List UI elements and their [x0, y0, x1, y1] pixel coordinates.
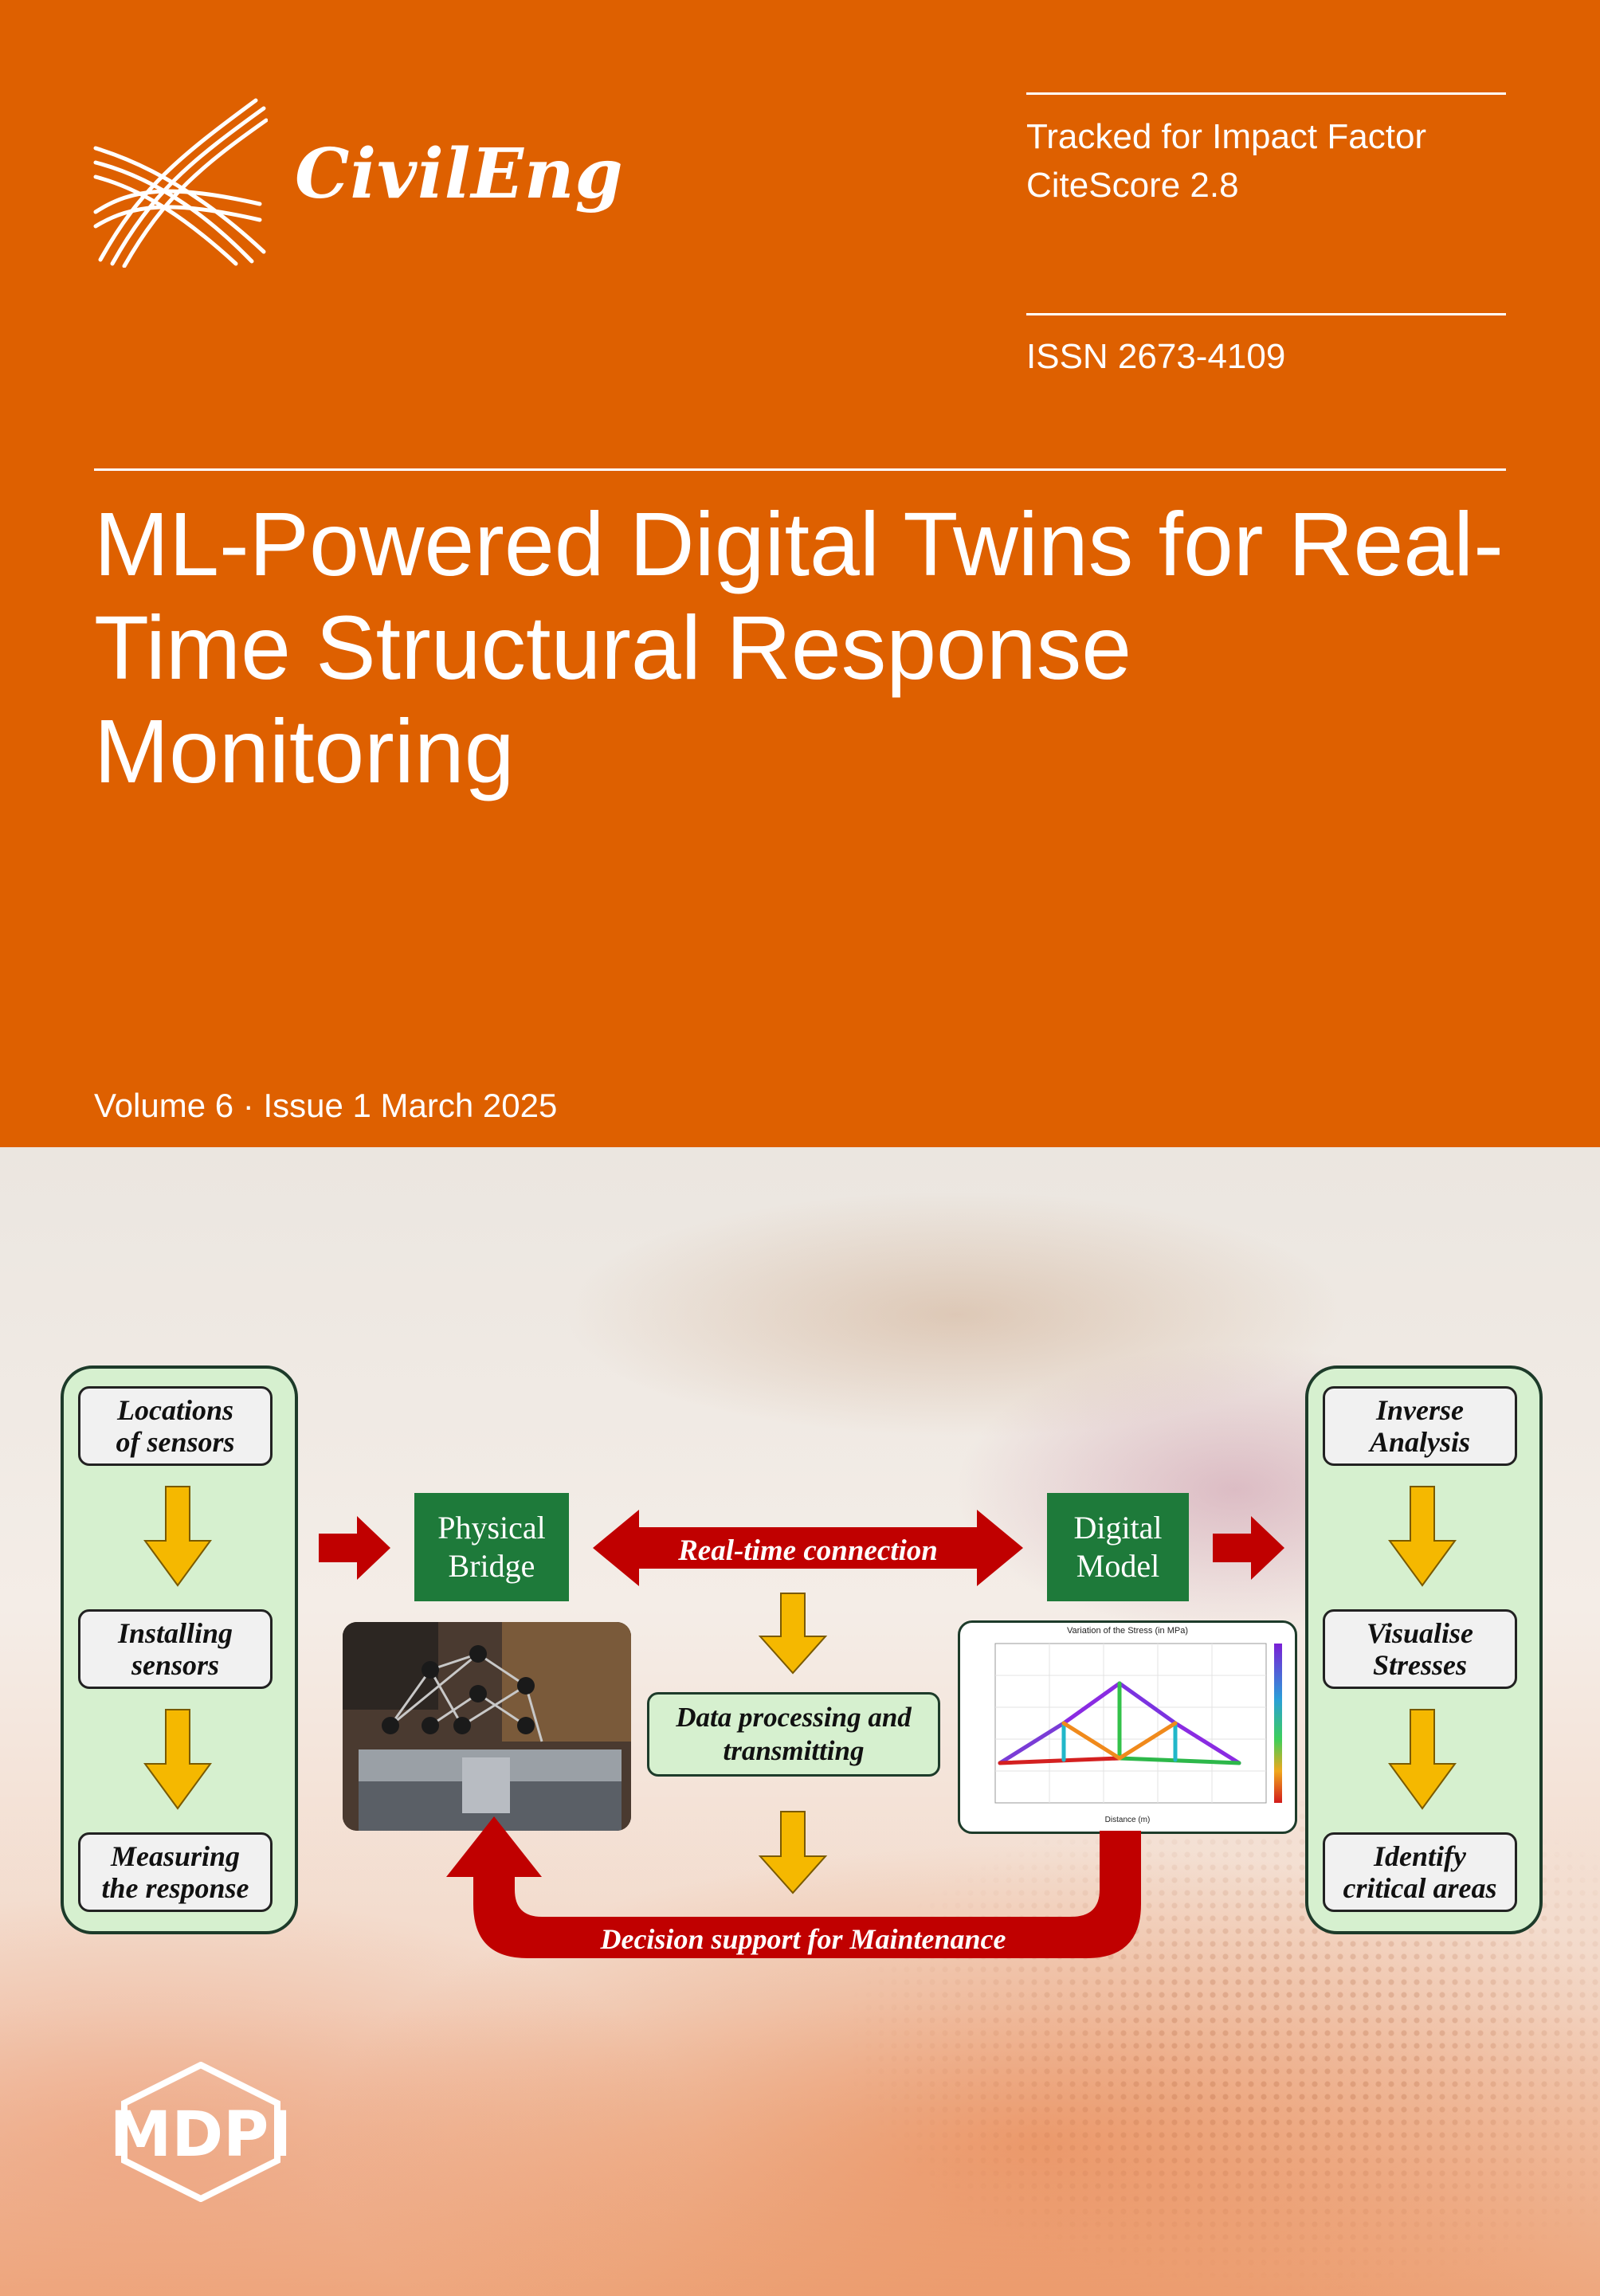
- step-measuring-response: Measuring the response: [78, 1832, 273, 1912]
- physical-bridge-photo: [343, 1622, 631, 1831]
- real-time-connection-arrow: [593, 1510, 1023, 1586]
- decision-loop-arrow: [446, 1816, 1141, 1958]
- mdpi-hexagon-icon: [121, 2061, 280, 2203]
- stress-plot-title: Variation of the Stress (in MPa): [1066, 1626, 1189, 1636]
- connection-label: Real-time connection: [677, 1534, 938, 1567]
- step-inverse-analysis: Inverse Analysis: [1323, 1386, 1517, 1466]
- truss-model-photo-icon: [343, 1622, 631, 1831]
- arrow-down-icon: [143, 1709, 212, 1810]
- data-processing-box: Data processing and transmitting: [647, 1692, 940, 1777]
- physical-bridge-box: Physical Bridge: [414, 1493, 569, 1601]
- divider-title: [94, 468, 1506, 471]
- decision-label: Decision support for Maintenance: [599, 1923, 1006, 1955]
- arrow-down-icon: [1388, 1709, 1457, 1810]
- arrow-down-icon: [758, 1811, 828, 1894]
- divider-middle: [1026, 313, 1506, 315]
- right-process-panel: Inverse Analysis Visualise Stresses Iden…: [1305, 1365, 1543, 1934]
- mdpi-logo: MDPI: [92, 2061, 309, 2203]
- step-installing-sensors: Installing sensors: [78, 1609, 273, 1689]
- step-identify-critical-areas: Identify critical areas: [1323, 1832, 1517, 1912]
- divider-top: [1026, 92, 1506, 95]
- journal-name: CivilEng: [295, 134, 624, 214]
- digital-model-box: Digital Model: [1047, 1493, 1189, 1601]
- publisher-name: MDPI: [109, 2099, 292, 2171]
- step-visualise-stresses: Visualise Stresses: [1323, 1609, 1517, 1689]
- arrow-right-icon: [1213, 1516, 1284, 1580]
- issn-text: ISSN 2673-4109: [1026, 337, 1286, 376]
- impact-factor-text: Tracked for Impact Factor: [1026, 117, 1427, 156]
- cover-header: [0, 0, 1600, 1147]
- stress-plot-panel: Variation of the Stress (in MPa): [958, 1620, 1297, 1834]
- citescore-text: CiteScore 2.8: [1026, 166, 1239, 205]
- issue-info: Volume 6 · Issue 1 March 2025: [94, 1087, 558, 1124]
- stress-plot-graphic: [994, 1643, 1282, 1804]
- stress-plot-xlabel: Distance (m): [1104, 1816, 1151, 1824]
- article-title: ML-Powered Digital Twins for Real-Time S…: [94, 494, 1504, 801]
- left-process-panel: Locations of sensors Installing sensors …: [61, 1365, 298, 1934]
- civileng-logo: [92, 92, 269, 268]
- arrow-down-icon: [143, 1486, 212, 1587]
- arrow-right-icon: [319, 1516, 390, 1580]
- step-sensor-locations: Locations of sensors: [78, 1386, 273, 1466]
- arrow-down-icon: [758, 1593, 828, 1675]
- highway-logo-icon: [93, 98, 269, 268]
- arrow-down-icon: [1388, 1486, 1457, 1587]
